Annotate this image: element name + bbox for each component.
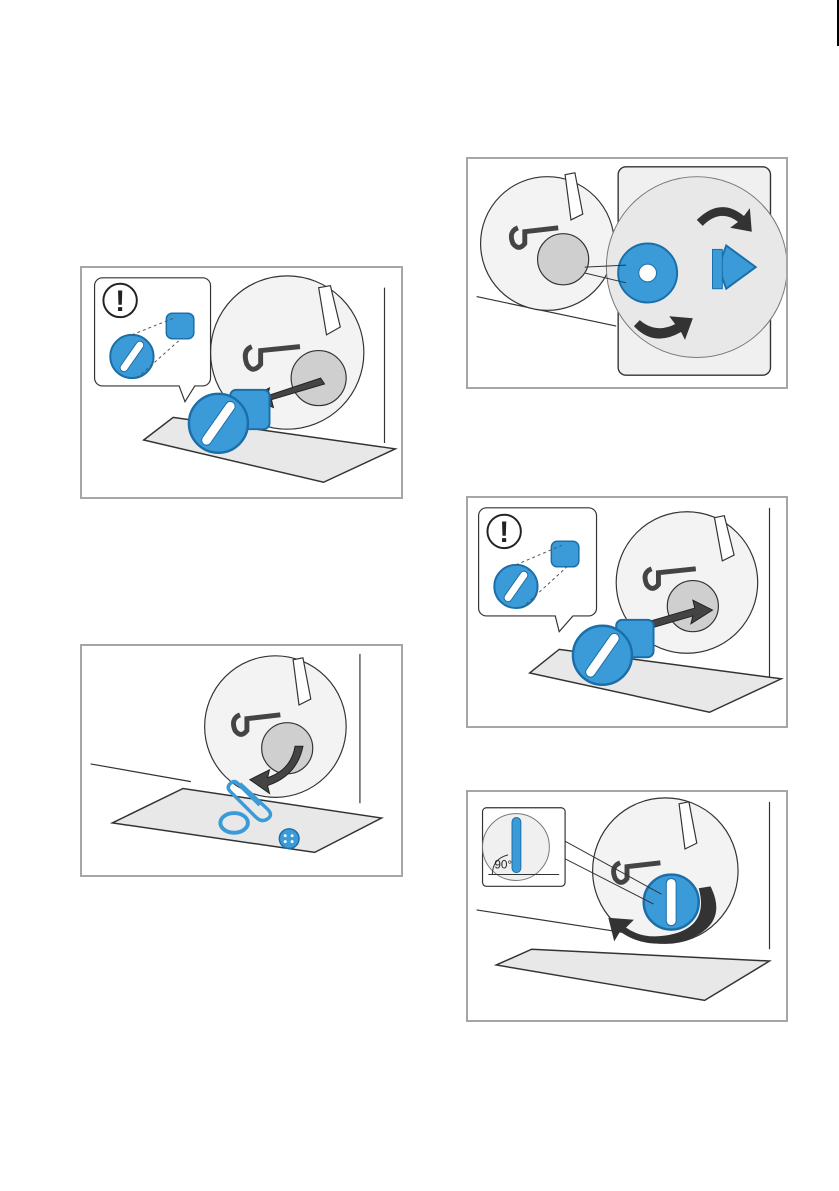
caution-icon: ! [103,284,136,319]
button [279,829,299,849]
figure-insert-pump-filter: ! [466,496,788,728]
figure-rotate-filter-90: 90° [466,790,788,1022]
svg-text:!: ! [499,516,509,549]
figure-check-pump-impeller [466,157,788,389]
svg-text:!: ! [115,285,125,318]
figure-remove-foreign-objects [80,644,403,877]
figure-remove-pump-filter: ! [80,266,403,499]
angle-label: 90° [494,859,512,872]
pump-filter-cap [644,875,699,930]
caution-icon: ! [487,515,520,550]
